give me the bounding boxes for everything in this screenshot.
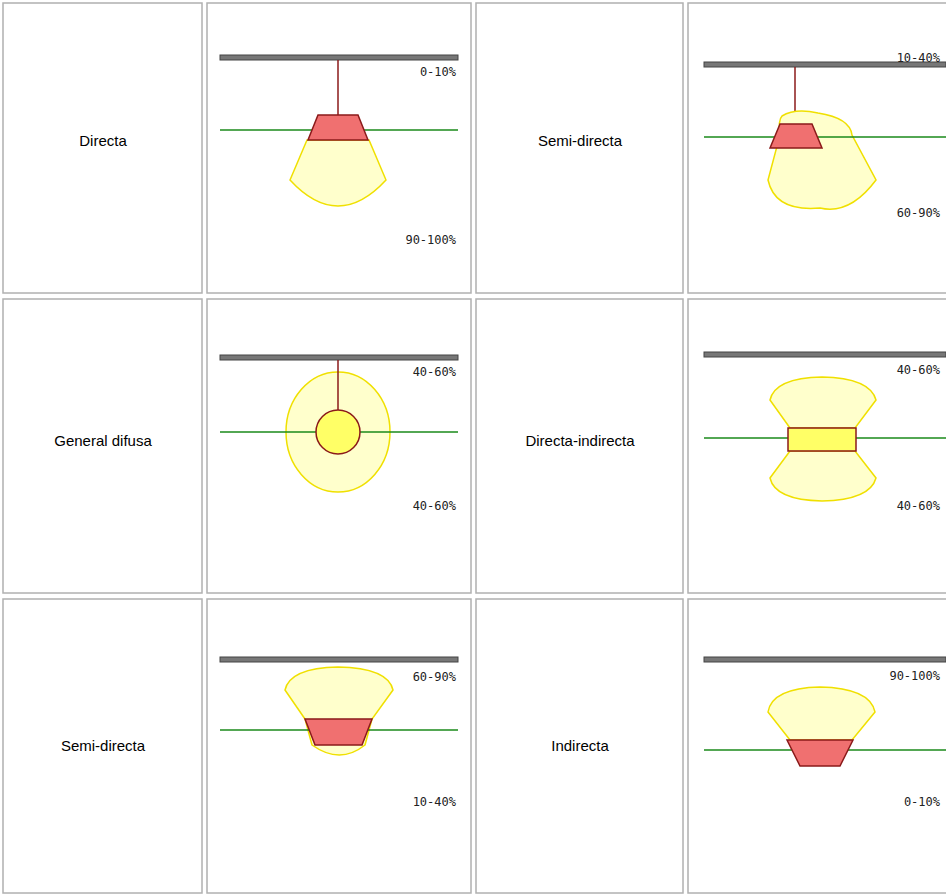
percentage-label: 10-40% xyxy=(413,795,456,809)
percentage-label: 40-60% xyxy=(413,365,456,379)
percentage-label: 0-10% xyxy=(420,65,456,79)
percentage-label: 60-90% xyxy=(897,206,940,220)
percentage-label: 40-60% xyxy=(897,499,940,513)
row-label: Directa-indirecta xyxy=(525,432,634,449)
percentage-label: 40-60% xyxy=(413,499,456,513)
row-label: General difusa xyxy=(54,432,152,449)
percentage-label: 90-100% xyxy=(405,233,456,247)
percentage-label: 60-90% xyxy=(413,670,456,684)
row-label: Semi-directa xyxy=(538,132,622,149)
percentage-label: 0-10% xyxy=(904,795,940,809)
percentage-label: 10-40% xyxy=(897,51,940,65)
row-label: Semi-directa xyxy=(61,737,145,754)
row-label: Indirecta xyxy=(551,737,609,754)
row-label: Directa xyxy=(79,132,127,149)
percentage-label: 90-100% xyxy=(889,669,940,683)
percentage-label: 40-60% xyxy=(897,363,940,377)
